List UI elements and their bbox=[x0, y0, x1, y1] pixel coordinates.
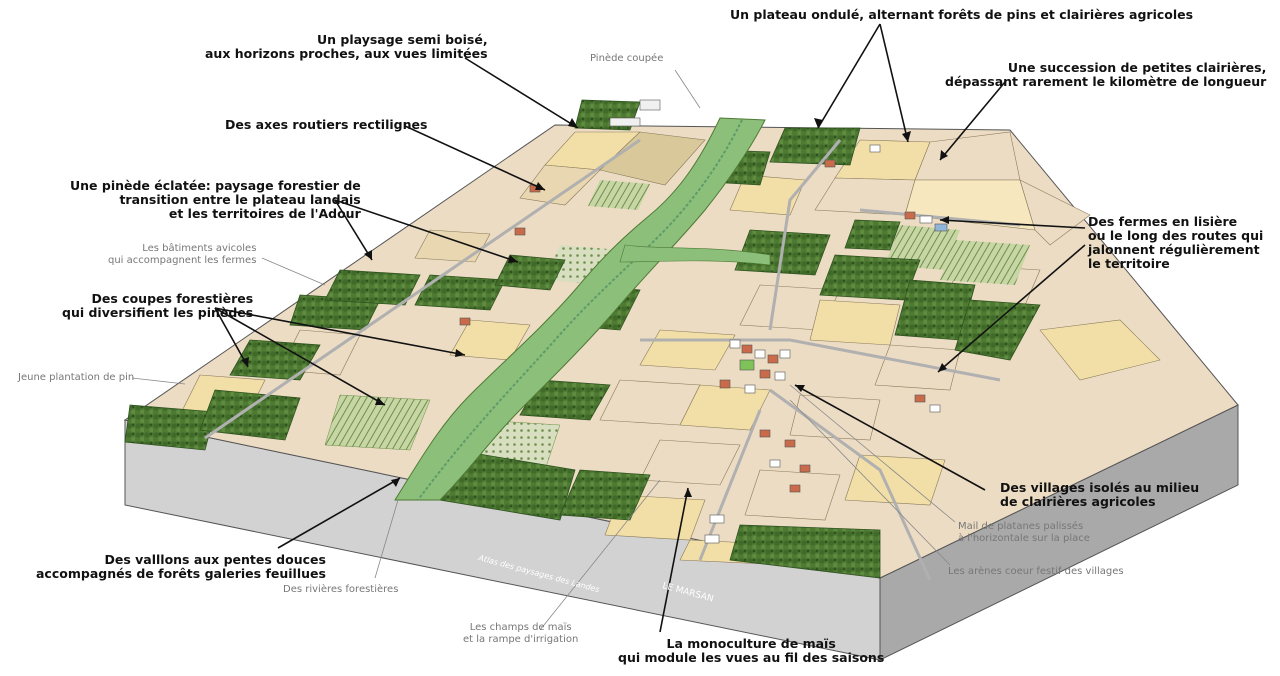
label-plateau-ondule: Un plateau ondulé, alternant forêts de p… bbox=[730, 7, 1194, 22]
sublabel-jeune-plantation: Jeune plantation de pin bbox=[18, 372, 135, 383]
sublabel-rivieres-forestieres: Des rivières forestières bbox=[283, 584, 399, 595]
leader-plateau-right bbox=[879, 23, 909, 143]
village-buildings bbox=[459, 99, 948, 544]
label-monoculture-mais: La monoculture de maïs qui module les vu… bbox=[618, 636, 885, 665]
leader-pinede-coupee bbox=[674, 69, 701, 109]
leader-pinede-1 bbox=[334, 199, 373, 261]
sublabel-champs-mais: Les champs de maïs et la rampe d'irrigat… bbox=[463, 622, 579, 645]
leader-fermes-2 bbox=[937, 244, 1086, 373]
label-pinede-eclatee: Une pinède éclatée: paysage forestier de… bbox=[70, 178, 361, 221]
leader-villages bbox=[794, 384, 986, 491]
leader-avicoles bbox=[261, 257, 326, 286]
sublabel-arenes: Les arènes coeur festif des villages bbox=[948, 566, 1124, 577]
sublabel-pinede-coupee: Pinède coupée bbox=[590, 53, 664, 64]
leader-playsage bbox=[464, 57, 579, 129]
label-succession-clairieres: Une succession de petites clairières, dé… bbox=[945, 60, 1267, 89]
leader-arrowheads bbox=[241, 118, 949, 497]
leader-arenes bbox=[789, 399, 951, 566]
label-villages-isoles: Des villages isolés au milieu de clairiè… bbox=[1000, 480, 1200, 509]
sublabel-batiments-avicoles: Les bâtiments avicoles qui accompagnent … bbox=[108, 243, 257, 266]
leader-coupes-1 bbox=[214, 307, 249, 368]
annotation-leaders-light bbox=[131, 69, 956, 631]
label-axes-routiers: Des axes routiers rectilignes bbox=[225, 117, 428, 132]
leader-pinede-2 bbox=[334, 199, 519, 263]
leader-axes bbox=[404, 125, 546, 191]
forested-valley bbox=[394, 117, 766, 501]
annotation-leaders bbox=[214, 23, 1086, 633]
sublabel-mail-platanes: Mail de platanes palissés à l'horizontal… bbox=[958, 521, 1090, 544]
label-vallons: Des valllons aux pentes douces accompagn… bbox=[36, 552, 326, 581]
leader-succession bbox=[939, 81, 1006, 161]
leader-coupes-3 bbox=[214, 307, 466, 356]
leader-monoculture bbox=[659, 487, 689, 633]
leader-coupes-2 bbox=[214, 307, 386, 406]
leader-vallons bbox=[277, 477, 401, 549]
valley-tributary bbox=[619, 244, 771, 266]
label-playsage-semi-boise: Un playsage semi boisé, aux horizons pro… bbox=[205, 32, 488, 61]
leader-jeune-plantation bbox=[131, 377, 186, 385]
forest-river bbox=[417, 119, 743, 501]
leader-plateau-left bbox=[817, 23, 881, 129]
straight-roads bbox=[204, 138, 1021, 581]
leader-champs bbox=[539, 479, 661, 631]
leader-mail bbox=[789, 384, 956, 523]
leader-fermes-1 bbox=[939, 219, 1086, 229]
label-fermes-lisiere: Des fermes en lisière ou le long des rou… bbox=[1088, 214, 1264, 271]
label-coupes-forestieres: Des coupes forestières qui diversifient … bbox=[62, 291, 254, 320]
leader-rivieres bbox=[374, 499, 399, 579]
